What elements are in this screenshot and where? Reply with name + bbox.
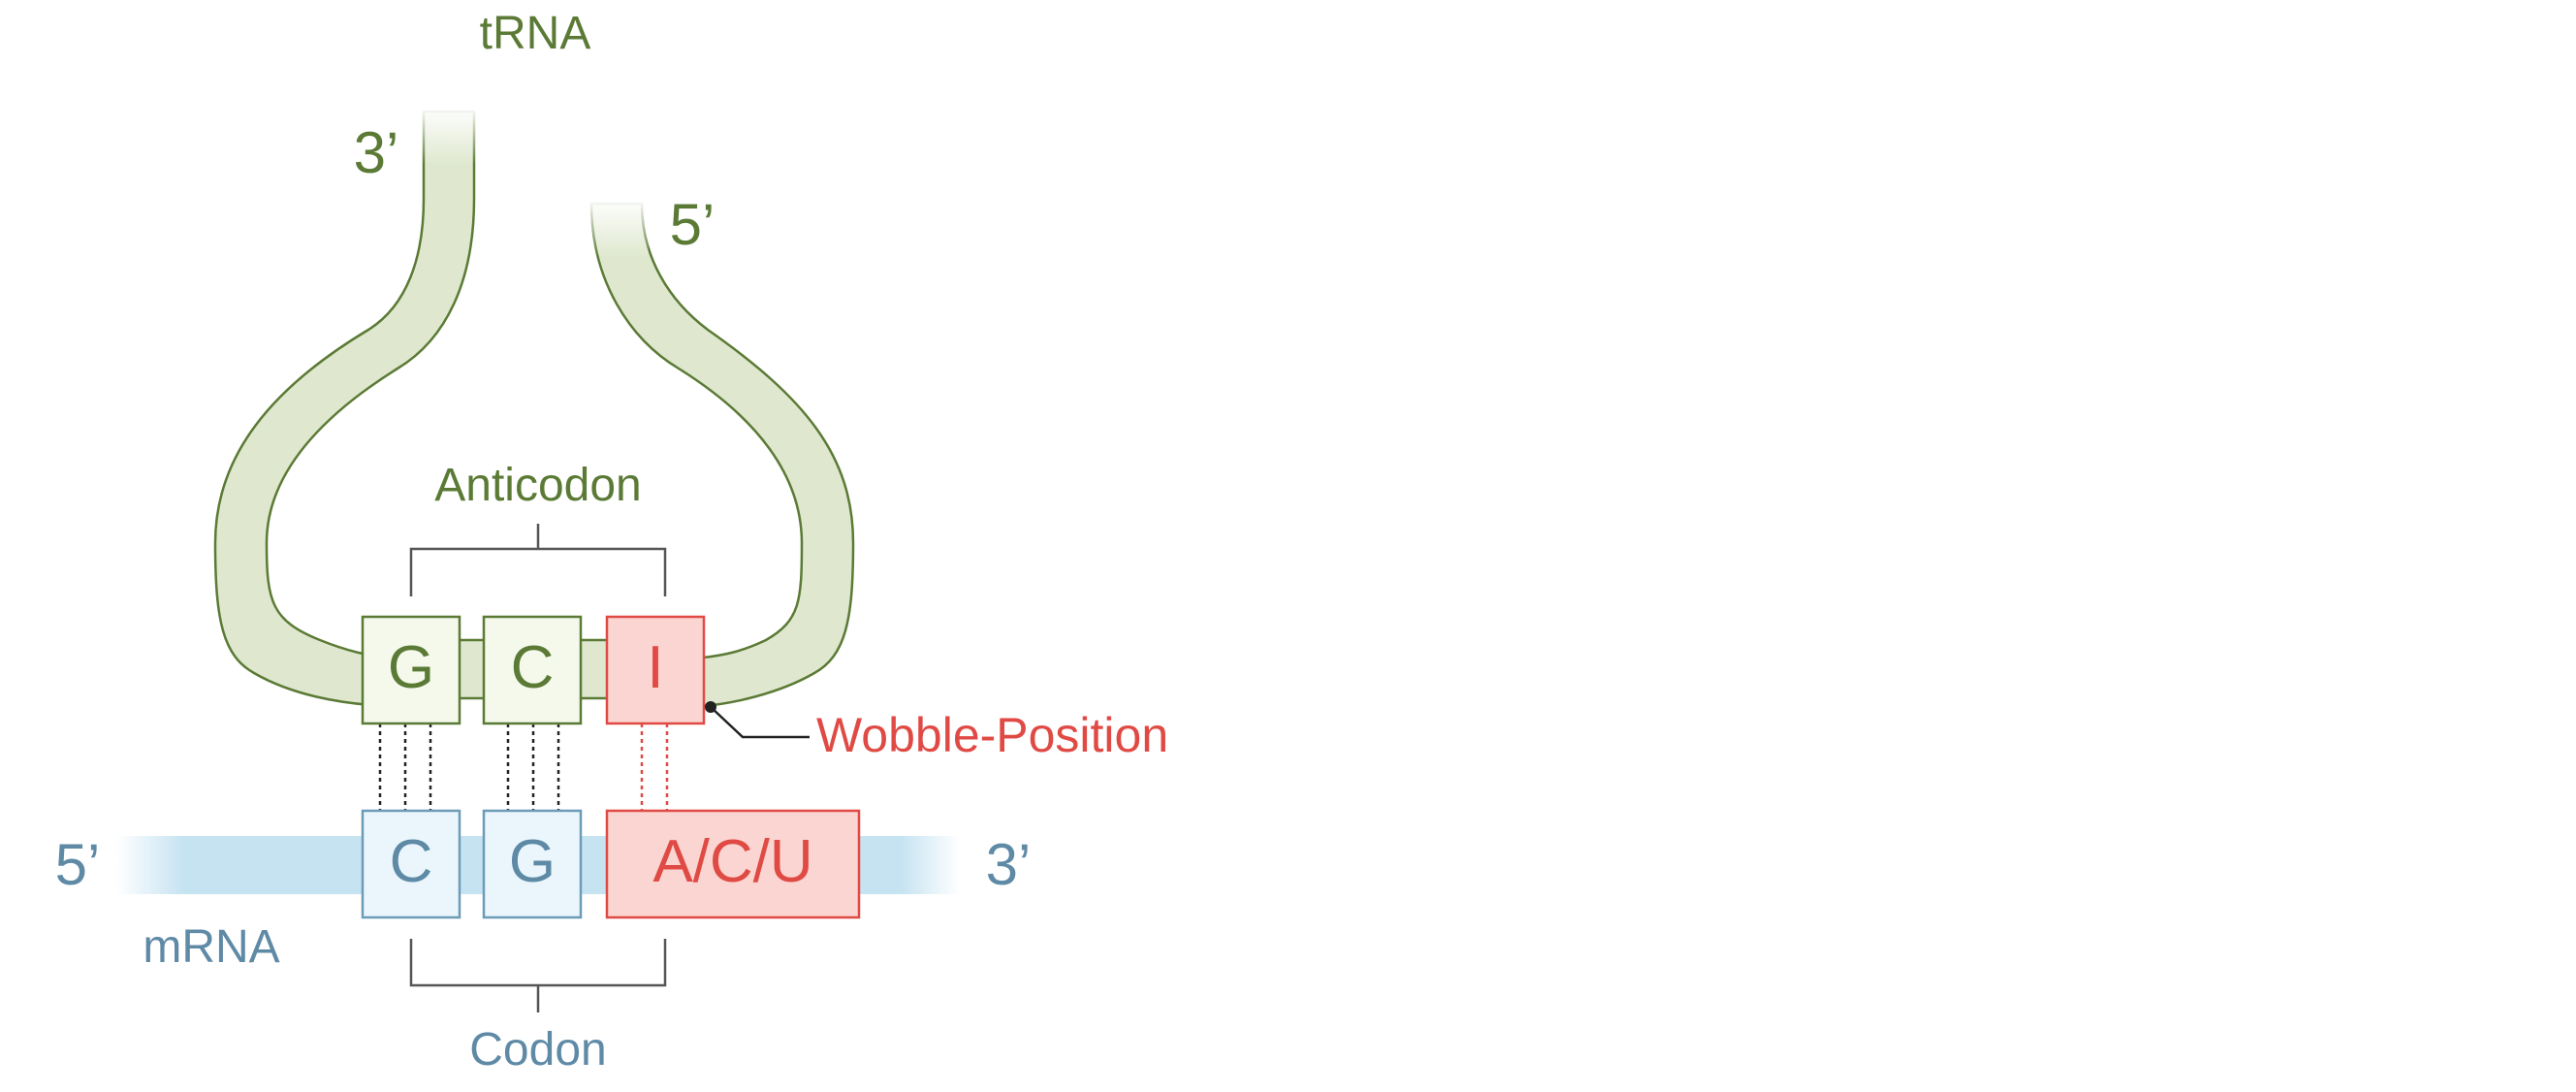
trna-end-5prime: 5’ (670, 192, 716, 257)
codon-base-2-label: G (509, 828, 556, 895)
codon-base-3-label: A/C/U (652, 828, 812, 895)
trna-end-3prime: 3’ (354, 120, 399, 185)
anticodon-label: Anticodon (434, 460, 642, 511)
codon-base-3-wobble: A/C/U (605, 809, 861, 919)
trna-title: tRNA (480, 8, 591, 59)
wobble-pointer-line (710, 706, 810, 739)
anticodon-base-2-label: C (511, 634, 555, 701)
anticodon-base-2: C (482, 615, 583, 725)
codon-bracket (409, 939, 667, 1012)
mrna-end-5prime: 5’ (55, 832, 101, 897)
hydrogen-bonds-wobble (640, 723, 669, 811)
codon-label: Codon (469, 1024, 606, 1076)
hydrogen-bonds-g-c (378, 723, 432, 811)
anticodon-base-3-wobble: I (605, 615, 706, 725)
codon-base-1-label: C (390, 828, 433, 895)
wobble-position-label: Wobble-Position (816, 708, 1168, 762)
anticodon-base-1-label: G (388, 634, 434, 701)
anticodon-base-1: G (361, 615, 461, 725)
mrna-title: mRNA (143, 921, 279, 973)
anticodon-bracket (409, 524, 667, 596)
mrna-end-3prime: 3’ (986, 832, 1032, 897)
anticodon-base-3-label: I (647, 634, 663, 701)
codon-base-2: G (482, 809, 583, 919)
hydrogen-bonds-c-g (506, 723, 560, 811)
codon-base-1: C (361, 809, 461, 919)
